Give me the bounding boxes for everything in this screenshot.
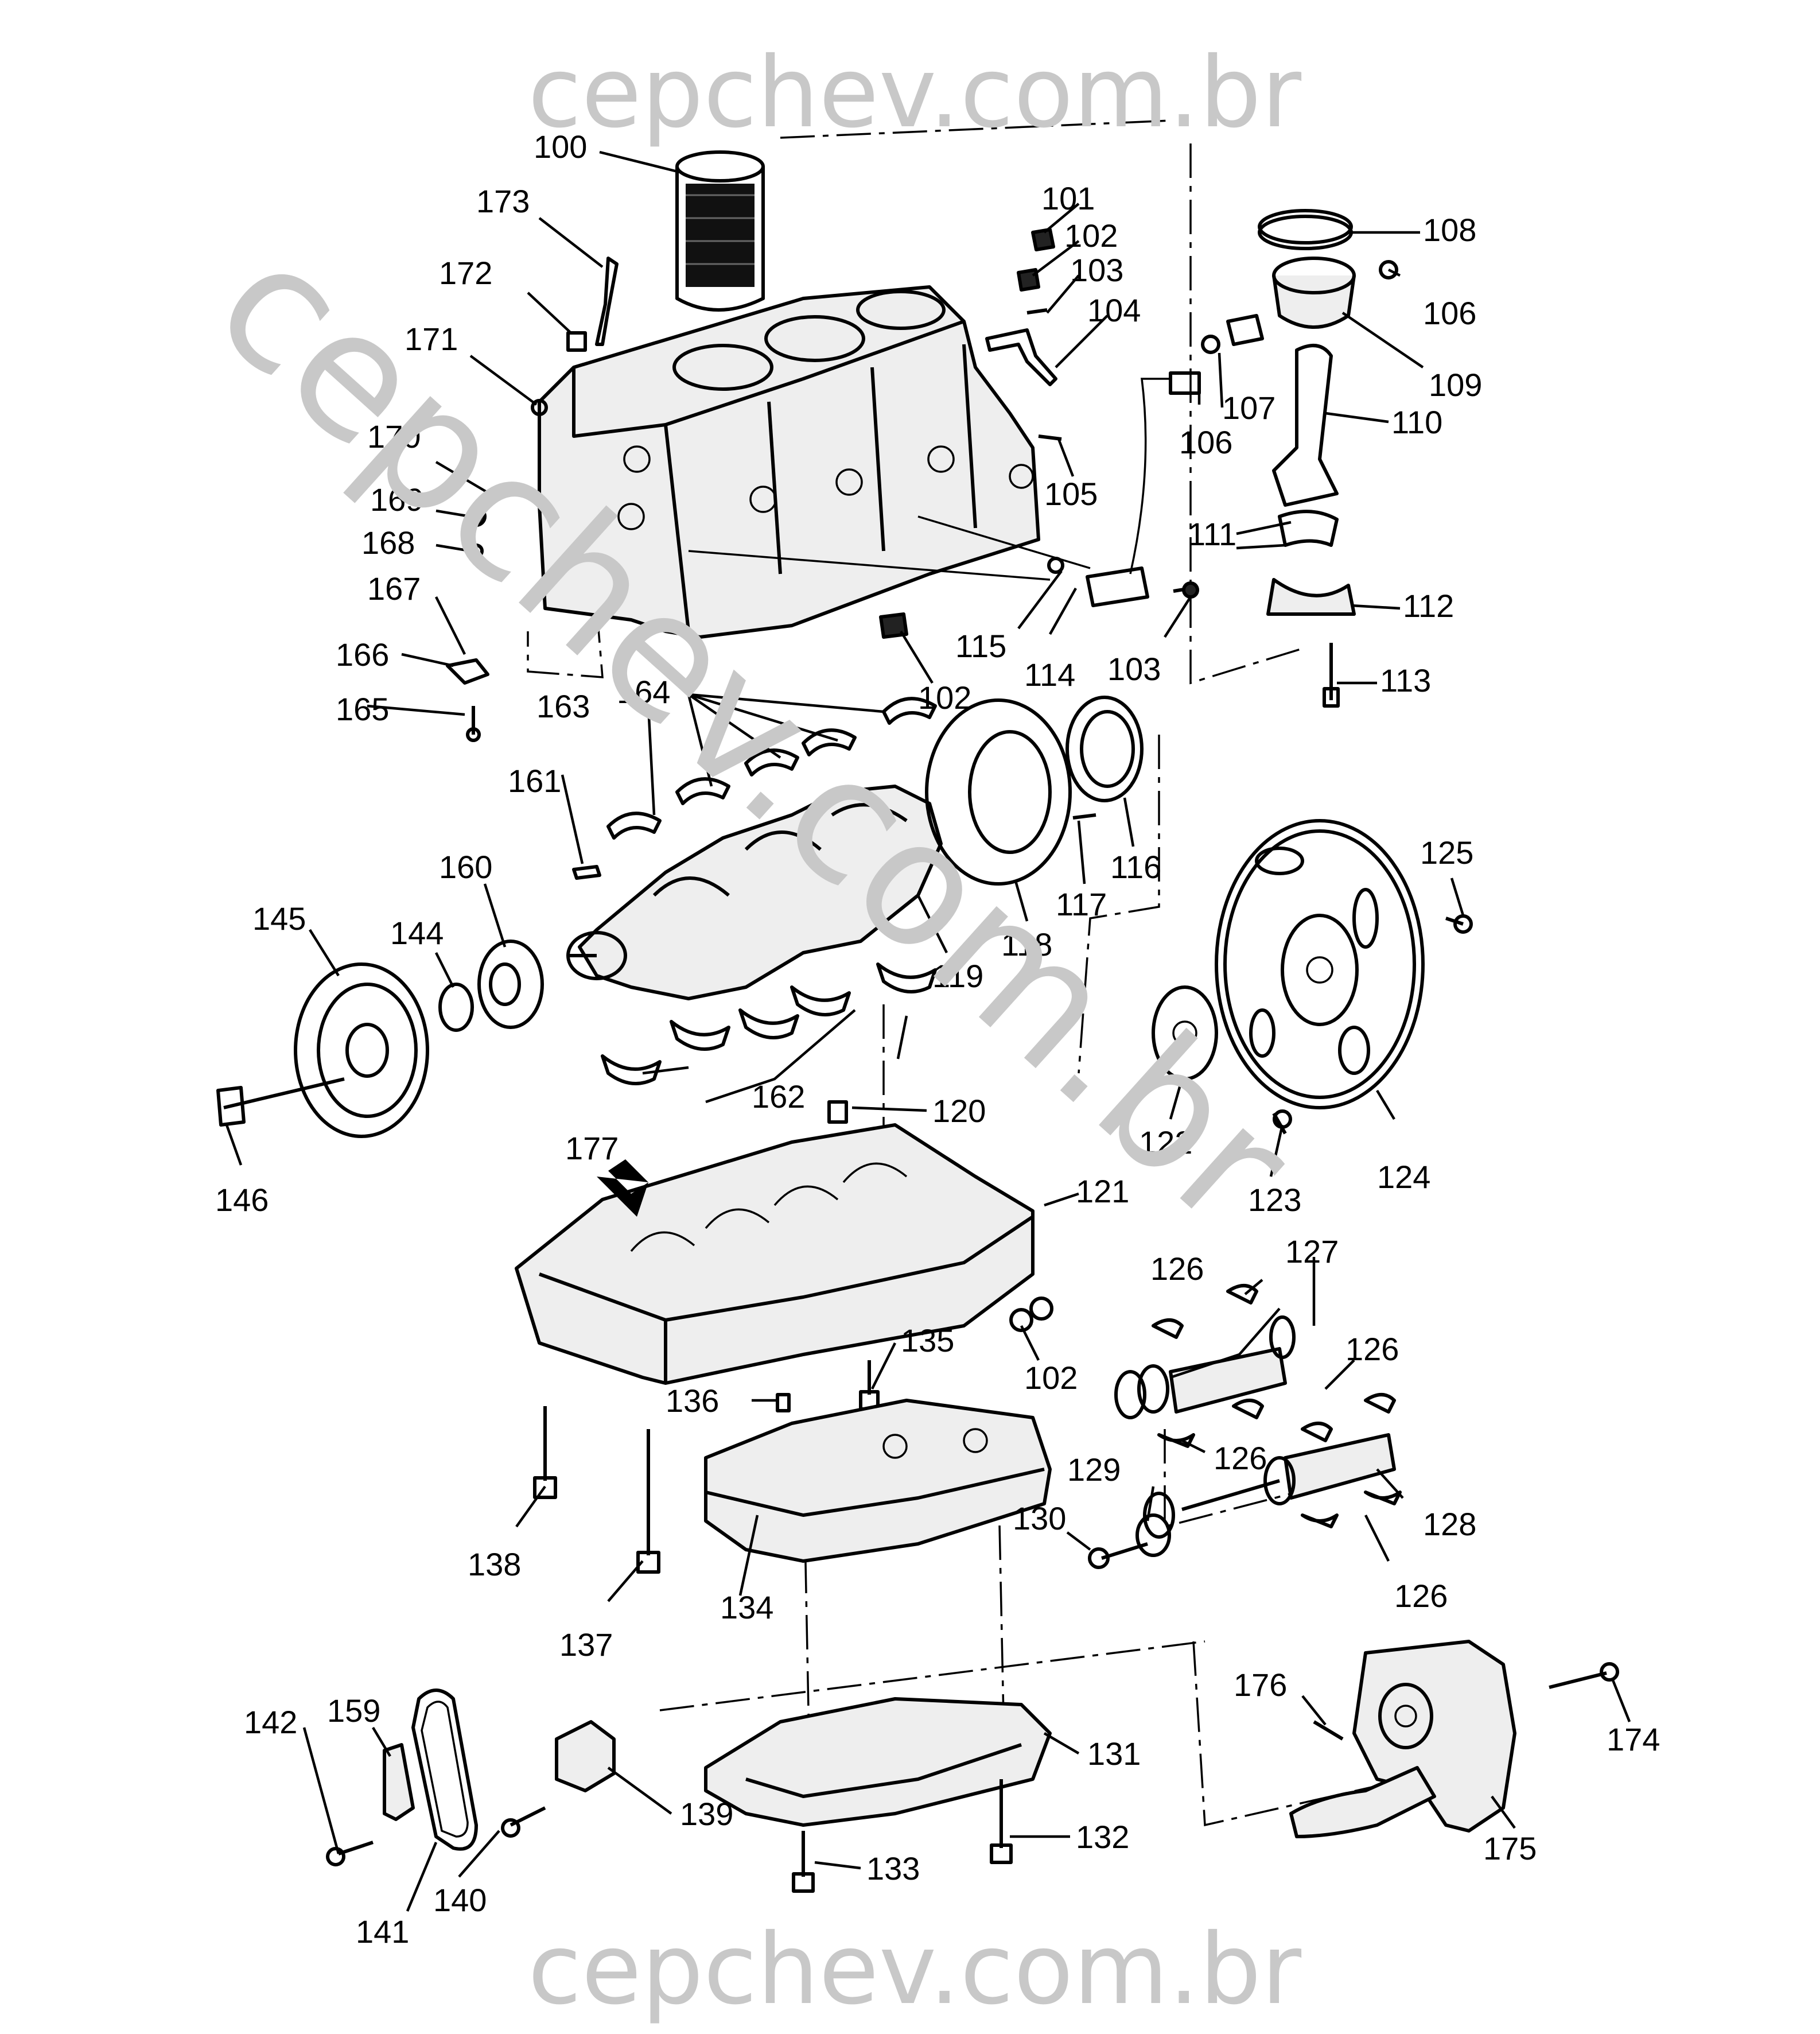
callout-133: 133 [866,1850,920,1887]
bedplate-121 [515,1100,1053,1385]
engine-block [538,285,1091,639]
callout-116: 116 [1110,849,1161,885]
piston-assembly [1201,209,1398,708]
callout-102: 102 [1064,218,1118,254]
callout-170: 170 [367,418,421,455]
balance-shafts [1088,1284,1402,1569]
callout-168: 168 [361,525,415,561]
callout-159: 159 [327,1693,380,1729]
callout-162: 162 [752,1078,805,1115]
callout-113: 113 [1380,662,1431,698]
timing-chain-assembly [326,1688,616,1866]
callout-115: 115 [955,628,1006,664]
callout-103: 103 [1070,252,1123,288]
callout-104: 104 [1087,292,1141,328]
oil-pump-175 [1289,1640,1619,1838]
callout-101: 101 [1041,180,1095,216]
callout-139: 139 [680,1796,733,1832]
callout-108: 108 [1423,212,1476,248]
callout-167: 167 [367,570,421,607]
callout-128: 128 [1423,1506,1476,1542]
callout-126: 126 [1345,1331,1399,1367]
callout-129: 129 [1067,1451,1121,1488]
callout-130: 130 [1013,1500,1066,1536]
flexplate-assembly [1152,819,1473,1135]
callout-109: 109 [1429,367,1482,403]
callout-169: 169 [370,482,423,518]
callout-106: 106 [1179,424,1232,460]
callout-127: 127 [1285,1233,1339,1270]
callout-126: 126 [1150,1251,1204,1287]
callout-111: 111 [1188,516,1236,552]
watermark-top: cepchev.com.br [528,36,1301,150]
callout-132: 132 [1076,1819,1129,1855]
callout-labels: 100 101 102 103 104 105 106 106 107 108 … [215,129,1660,1950]
callout-102: 102 [1024,1360,1078,1396]
callout-103: 103 [1107,651,1161,687]
callout-171: 171 [405,321,458,357]
callout-145: 145 [252,900,306,937]
callout-174: 174 [1607,1721,1660,1757]
leader-lines [225,150,1631,1912]
callout-126: 126 [1394,1578,1448,1614]
callout-134: 134 [720,1589,773,1625]
callout-121: 121 [1076,1173,1129,1209]
cylinder-liner-100 [675,150,765,312]
callout-160: 160 [439,849,492,885]
callout-126: 126 [1214,1440,1267,1476]
callout-125: 125 [1420,834,1473,871]
callout-119: 119 [932,958,983,994]
callout-165: 165 [336,691,389,727]
callout-114: 114 [1024,657,1075,693]
callout-105: 105 [1044,476,1098,512]
callout-161: 161 [508,763,561,799]
callout-123: 123 [1248,1182,1301,1218]
callout-120: 120 [932,1093,986,1129]
crankshaft-assembly [216,696,1144,1138]
callout-172: 172 [439,255,492,291]
callout-146: 146 [215,1182,269,1218]
balance-housing-134 [704,1399,1052,1563]
callout-163: 163 [536,688,590,724]
callout-166: 166 [336,636,389,673]
callout-138: 138 [468,1546,521,1582]
callout-141: 141 [356,1913,409,1950]
callout-173: 173 [476,183,530,219]
callout-122: 122 [1139,1124,1192,1160]
callout-112: 112 [1403,588,1454,624]
long-bolts [533,1360,880,1574]
callout-100: 100 [534,129,587,165]
callout-176: 176 [1234,1667,1287,1703]
callout-136: 136 [666,1383,719,1419]
callout-135: 135 [901,1322,954,1358]
callout-140: 140 [433,1882,487,1918]
callout-131: 131 [1087,1736,1141,1772]
callout-102: 102 [918,680,971,716]
callout-137: 137 [559,1627,613,1663]
watermark-bottom: cepchev.com.br [528,1913,1301,2027]
callout-106: 106 [1423,295,1476,331]
callout-142: 142 [244,1704,297,1740]
callout-164: 164 [617,674,670,710]
callout-124: 124 [1377,1159,1430,1195]
callout-107: 107 [1222,390,1275,426]
callout-118: 118 [1001,926,1052,962]
callout-177: 177 [565,1130,619,1166]
callout-110: 110 [1391,404,1442,440]
callout-175: 175 [1483,1830,1537,1866]
callout-117: 117 [1056,886,1107,922]
oil-pan-131 [704,1697,1052,1893]
callout-144: 144 [390,915,444,951]
